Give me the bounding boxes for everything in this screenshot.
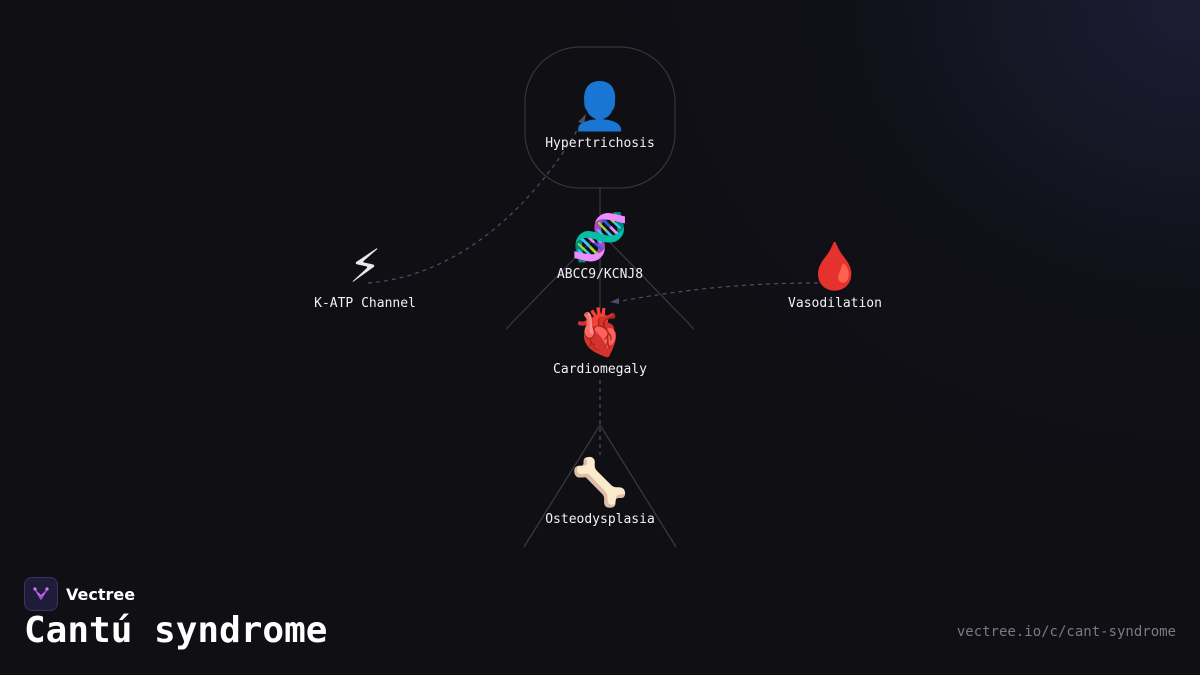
node-label-katp: K-ATP Channel [314,296,416,311]
blood-drop-icon: 🩸 [806,239,864,293]
edge-bone-left [523,424,601,548]
node-abcc9-kcnj8[interactable]: 🧬 ABCC9/KCNJ8 [557,211,643,282]
page-title: Cantú syndrome [24,610,328,651]
edge-gene-right [599,231,695,330]
node-label-vasodilation: Vasodilation [788,296,882,311]
node-osteodysplasia[interactable]: 🦴 Osteodysplasia [545,456,655,527]
edge-katp-to-hypertrichosis [367,117,585,284]
edge-bone-right [599,424,677,548]
node-label-hypertrichosis: Hypertrichosis [545,136,655,151]
person-icon: 👤 [571,79,629,133]
node-label-gene: ABCC9/KCNJ8 [556,267,644,282]
node-cardiomegaly[interactable]: 🫀 Cardiomegaly [553,306,647,377]
brand[interactable]: Vectree [24,577,135,611]
node-k-atp-channel[interactable]: ⚡ K-ATP Channel [314,240,416,311]
heart-icon: 🫀 [571,305,629,359]
arrow-head-hypertrichosis [578,114,586,124]
node-hypertrichosis[interactable]: 👤 Hypertrichosis [545,80,655,151]
page-url[interactable]: vectree.io/c/cant-syndrome [956,624,1176,640]
arrow-head-gene [610,298,619,304]
bone-icon: 🦴 [571,455,629,509]
vectree-logo-icon [24,577,58,611]
node-label-osteodysplasia: Osteodysplasia [545,512,655,527]
node-vasodilation[interactable]: 🩸 Vasodilation [788,240,882,311]
dna-icon: 🧬 [571,210,629,264]
edge-gene-left [505,231,601,330]
edge-vasodilation-to-gene [615,282,819,303]
lightning-icon: ⚡ [348,239,382,293]
brand-name: Vectree [66,584,136,604]
node-label-cardiomegaly: Cardiomegaly [553,362,647,377]
